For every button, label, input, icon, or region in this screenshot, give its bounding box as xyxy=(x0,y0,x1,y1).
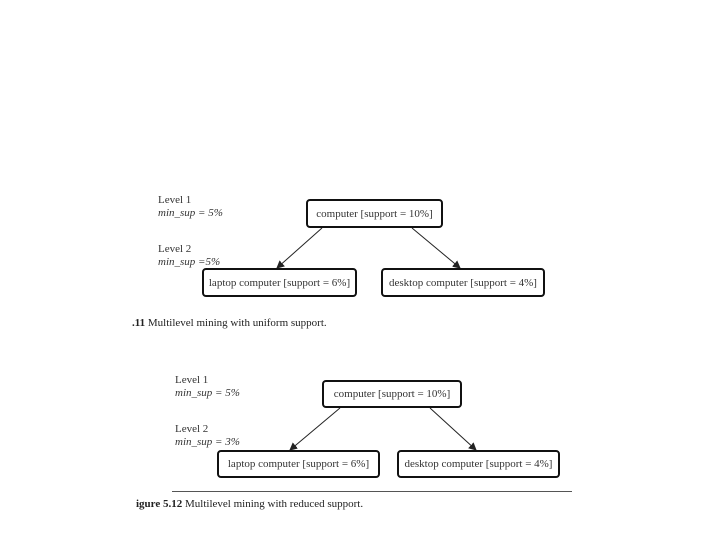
fig1-level2: Level 2 min_sup =5% xyxy=(158,243,220,269)
fig2-root-node: computer [support = 10%] xyxy=(322,380,462,408)
fig1-left-child-node: laptop computer [support = 6%] xyxy=(202,268,357,297)
fig1-right-child-node: desktop computer [support = 4%] xyxy=(381,268,545,297)
fig2-edge-left xyxy=(289,407,341,451)
fig2-level2-minsup: min_sup = 3% xyxy=(175,436,240,448)
fig1-edge-left xyxy=(276,227,323,269)
fig2-level2: Level 2 min_sup = 3% xyxy=(175,423,240,449)
fig2-level1: Level 1 min_sup = 5% xyxy=(175,374,240,400)
fig2-caption-text: Multilevel mining with reduced support. xyxy=(185,498,364,510)
fig2-left-child-node: laptop computer [support = 6%] xyxy=(217,450,380,478)
fig2-level1-label: Level 1 xyxy=(175,374,209,386)
fig1-caption-number: .11 xyxy=(132,317,146,329)
fig2-level1-minsup: min_sup = 5% xyxy=(175,387,240,399)
fig2-level2-label: Level 2 xyxy=(175,423,209,435)
fig2-caption: igure 5.12 Multilevel mining with reduce… xyxy=(136,498,363,510)
fig1-level1: Level 1 min_sup = 5% xyxy=(158,194,223,220)
fig1-level1-minsup: min_sup = 5% xyxy=(158,207,223,219)
fig2-edge-right xyxy=(429,407,477,451)
fig1-edge-right xyxy=(411,227,461,269)
fig1-caption-text: Multilevel mining with uniform support. xyxy=(147,317,327,329)
fig1-level2-label: Level 2 xyxy=(158,243,192,255)
fig1-level1-label: Level 1 xyxy=(158,194,192,206)
fig1-caption: .11 Multilevel mining with uniform suppo… xyxy=(132,317,327,329)
fig2-right-child-node: desktop computer [support = 4%] xyxy=(397,450,560,478)
fig1-level2-minsup: min_sup =5% xyxy=(158,256,221,268)
fig2-caption-number: igure 5.12 xyxy=(136,498,183,510)
caption-divider xyxy=(172,491,572,492)
fig1-root-node: computer [support = 10%] xyxy=(306,199,443,228)
